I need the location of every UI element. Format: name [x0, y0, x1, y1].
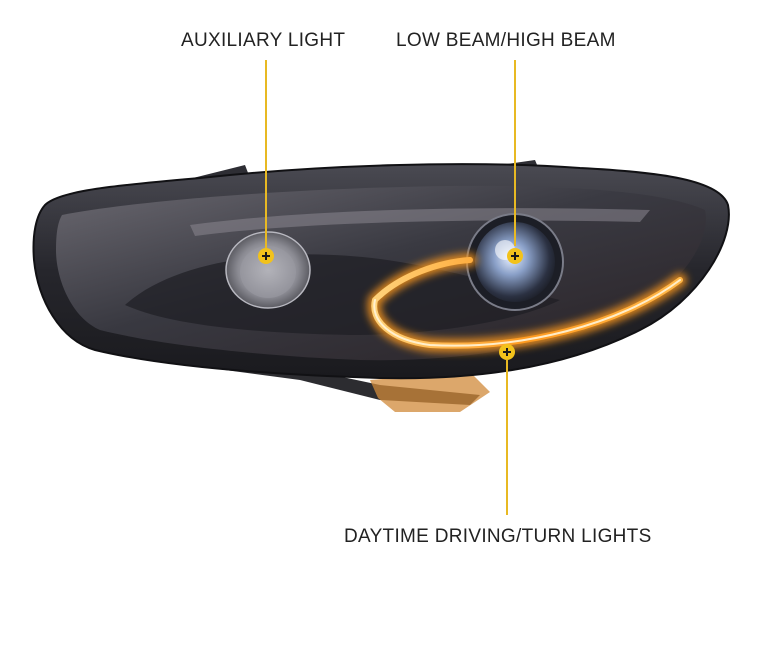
auxiliary-light-label: AUXILIARY LIGHT: [181, 30, 346, 51]
plus-circle-icon: [499, 344, 515, 360]
chrome-strip: [190, 208, 650, 236]
plus-circle-icon: [507, 248, 523, 264]
low-high-beam-label: LOW BEAM/HIGH BEAM: [396, 30, 616, 51]
daytime-driving-turn-lights-label: DAYTIME DRIVING/TURN LIGHTS: [344, 526, 652, 547]
plus-circle-icon: [258, 248, 274, 264]
amber-reflector: [370, 372, 490, 412]
